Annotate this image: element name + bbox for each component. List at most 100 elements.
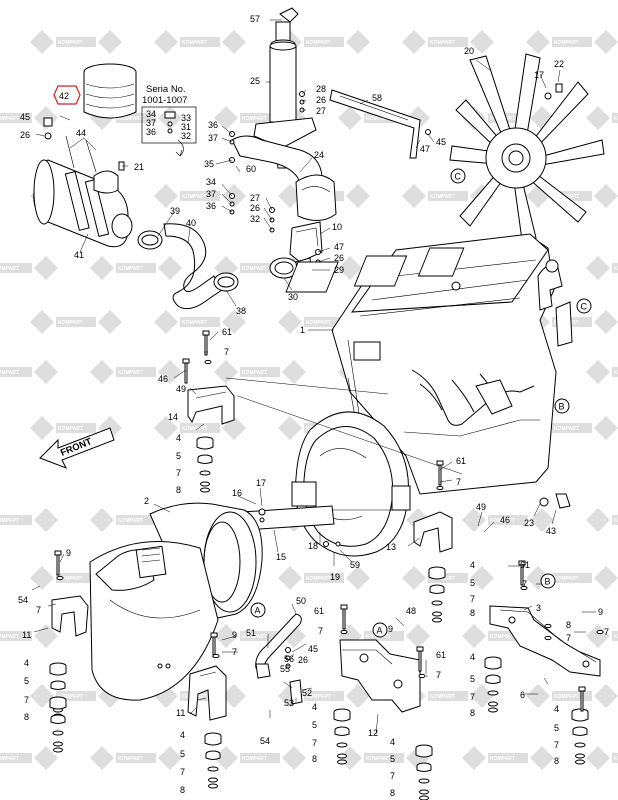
callout-7: 7 xyxy=(36,605,41,615)
callout-47: 47 xyxy=(334,242,344,252)
serial-right-1: 31 xyxy=(181,122,191,132)
watermark-tile: KOMPART xyxy=(0,508,58,532)
watermark-text: KOMPART xyxy=(0,518,19,524)
callout-59: 59 xyxy=(350,560,360,570)
watermark-text: KOMPART xyxy=(614,518,618,524)
watermark-tile: KOMPART xyxy=(30,30,122,54)
watermark-text: KOMPART xyxy=(366,756,391,762)
washer xyxy=(340,629,348,635)
serial-right-0: 33 xyxy=(181,113,191,123)
callout-48: 48 xyxy=(406,606,416,616)
watermark-text: KOMPART xyxy=(182,426,207,432)
serial-left-0: 34 xyxy=(146,109,156,119)
watermark-text: KOMPART xyxy=(242,756,267,762)
callout-7: 7 xyxy=(24,695,29,705)
washer xyxy=(418,673,426,679)
callout-8: 8 xyxy=(566,620,571,630)
watermark-tile: KOMPART xyxy=(154,416,246,440)
watermark-tile: KOMPART xyxy=(90,746,182,770)
serial-left-1: 37 xyxy=(146,118,156,128)
watermark-text: KOMPART xyxy=(182,194,207,200)
ref-b-engine: B xyxy=(559,402,565,412)
watermark-tile: KOMPART xyxy=(0,360,58,384)
callout-8: 8 xyxy=(312,754,317,764)
watermark-tile: KOMPART xyxy=(526,684,618,708)
watermark-text: KOMPART xyxy=(430,40,455,46)
watermark-text: KOMPART xyxy=(306,320,331,326)
callout-12: 12 xyxy=(368,728,378,738)
watermark-tile: KOMPART xyxy=(0,256,58,280)
watermark-text: KOMPART xyxy=(430,576,455,582)
watermark-tile: KOMPART xyxy=(0,624,58,648)
watermark-text: KOMPART xyxy=(554,576,579,582)
air-filter-assembly xyxy=(33,63,239,310)
callout-18: 18 xyxy=(308,541,318,551)
watermark-text: KOMPART xyxy=(614,370,618,376)
callout-8: 8 xyxy=(176,485,181,495)
watermark-tile: KOMPART xyxy=(402,566,494,590)
callout-4: 4 xyxy=(180,730,185,740)
callout-5: 5 xyxy=(24,676,29,686)
watermark-text: KOMPART xyxy=(118,518,143,524)
callout-8: 8 xyxy=(390,788,395,798)
front-arrow: FRONT xyxy=(39,427,115,469)
watermark-text: KOMPART xyxy=(242,370,267,376)
watermark-text: KOMPART xyxy=(614,116,618,122)
watermark-text: KOMPART xyxy=(58,320,83,326)
front-label: FRONT xyxy=(59,436,94,459)
callout-6: 6 xyxy=(520,690,525,700)
callout-10: 10 xyxy=(332,222,342,232)
ref-c-engine: C xyxy=(581,302,588,312)
callout-54: 54 xyxy=(260,736,270,746)
callout-5: 5 xyxy=(312,720,317,730)
callout-22: 22 xyxy=(554,59,564,69)
callout-17: 17 xyxy=(534,70,544,80)
callout-26: 26 xyxy=(334,253,344,263)
serial-title: Seria No. xyxy=(146,84,186,95)
callout-57: 57 xyxy=(250,14,260,24)
watermark-tile: KOMPART xyxy=(586,256,618,280)
watermark-tile: KOMPART xyxy=(154,184,246,208)
watermark-text: KOMPART xyxy=(554,694,579,700)
callout-8: 8 xyxy=(180,785,185,795)
bolt xyxy=(578,686,586,712)
callout-61: 61 xyxy=(314,606,324,616)
callout-3: 3 xyxy=(536,603,541,613)
callout-15: 15 xyxy=(276,552,286,562)
watermark-text: KOMPART xyxy=(118,756,143,762)
hose-and-fittings xyxy=(255,613,303,705)
callout-11: 11 xyxy=(22,630,31,640)
callout-27: 27 xyxy=(316,106,326,116)
watermark-tile: KOMPART xyxy=(586,360,618,384)
watermark-text: KOMPART xyxy=(118,266,143,272)
callout-36: 36 xyxy=(208,120,218,130)
bolt xyxy=(340,604,348,630)
callout-36: 36 xyxy=(206,201,216,211)
ref-a-frame: A xyxy=(377,626,383,636)
callout-47: 47 xyxy=(420,144,430,154)
callout-20: 20 xyxy=(464,46,474,56)
watermark-text: KOMPART xyxy=(182,320,207,326)
bolt xyxy=(182,358,190,384)
reference-markers: C C B B A A xyxy=(250,168,592,638)
callout-8: 8 xyxy=(470,708,475,718)
watermark-tile: KOMPART xyxy=(586,624,618,648)
callout-4: 4 xyxy=(470,560,475,570)
mount-stack xyxy=(204,732,222,789)
watermark-text: KOMPART xyxy=(554,40,579,46)
callout-7: 7 xyxy=(436,670,441,680)
callout-7: 7 xyxy=(470,594,475,604)
callout-28: 28 xyxy=(316,84,326,94)
callout-7: 7 xyxy=(604,627,609,637)
ref-b-bracket: B xyxy=(545,577,551,587)
watermark-text: KOMPART xyxy=(0,266,19,272)
callout-51: 51 xyxy=(246,628,256,638)
callout-29: 29 xyxy=(334,265,344,275)
part-42-highlight[interactable] xyxy=(53,85,81,105)
engine-block xyxy=(285,233,573,509)
callout-1: 1 xyxy=(300,325,305,335)
callout-7: 7 xyxy=(566,633,571,643)
watermark-text: KOMPART xyxy=(242,634,267,640)
ref-c-fan: C xyxy=(455,172,462,182)
